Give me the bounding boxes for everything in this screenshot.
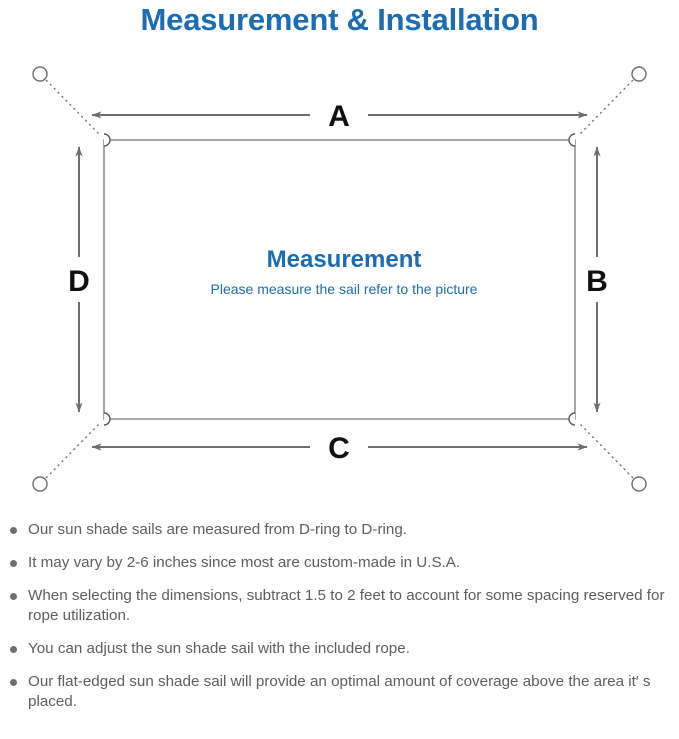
sail-diagram: A C D B Measurement Please measure the s… [0, 44, 679, 514]
list-item-text: It may vary by 2-6 inches since most are… [28, 554, 461, 571]
sail-diagram-svg: A C D B Measurement Please measure the s… [32, 66, 647, 492]
anchor-bottom-left-icon [32, 476, 48, 492]
bullet-icon [10, 593, 17, 600]
list-item: It may vary by 2-6 inches since most are… [0, 553, 679, 573]
dimension-label-d: D [68, 265, 90, 298]
page-title: Measurement & Installation [140, 2, 539, 37]
list-item: When selecting the dimensions, subtract … [0, 586, 679, 626]
anchor-top-right-icon [631, 66, 647, 82]
rope-line-bottom-right [578, 422, 634, 479]
list-item: You can adjust the sun shade sail with t… [0, 639, 679, 659]
dimension-label-c: C [328, 432, 350, 465]
list-item: Our flat-edged sun shade sail will provi… [0, 672, 679, 712]
d-ring-top-right-icon [568, 133, 576, 147]
rope-line-bottom-left [45, 422, 101, 479]
sail-measurement-sublabel: Please measure the sail refer to the pic… [211, 281, 478, 297]
anchor-bottom-right-icon [631, 476, 647, 492]
rope-line-top-right [578, 79, 634, 136]
list-item: Our sun shade sails are measured from D-… [0, 520, 679, 540]
list-item-text: You can adjust the sun shade sail with t… [28, 640, 410, 657]
bullet-icon [10, 679, 17, 686]
anchor-top-left-icon [32, 66, 48, 82]
sail-measurement-label: Measurement [267, 246, 422, 273]
bullet-icon [10, 646, 17, 653]
bullet-icon [10, 560, 17, 567]
d-ring-bottom-right-icon [568, 412, 576, 426]
bullet-icon [10, 527, 17, 534]
sail-body [103, 139, 576, 420]
list-item-text: Our sun shade sails are measured from D-… [28, 521, 407, 538]
dimension-label-a: A [328, 100, 350, 133]
d-ring-top-left-icon [103, 133, 111, 147]
d-ring-bottom-left-icon [103, 412, 111, 426]
list-item-text: Our flat-edged sun shade sail will provi… [28, 673, 651, 710]
rope-line-top-left [45, 79, 101, 136]
dimension-label-b: B [586, 265, 608, 298]
notes-list: Our sun shade sails are measured from D-… [0, 520, 679, 712]
list-item-text: When selecting the dimensions, subtract … [28, 587, 665, 624]
